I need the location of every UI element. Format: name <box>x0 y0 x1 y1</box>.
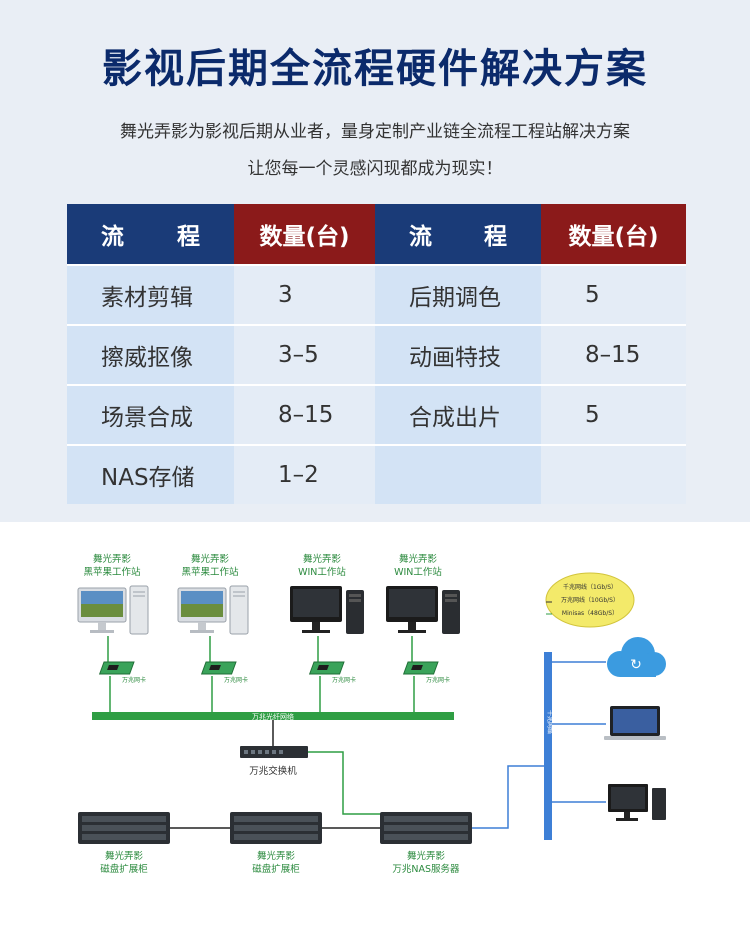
process-name: 素材剪辑 <box>67 264 234 325</box>
process-name: 合成出片 <box>375 384 541 445</box>
nas-type: 万兆NAS服务器 <box>392 863 460 875</box>
page-title: 影视后期全流程硬件解决方案 <box>102 46 648 92</box>
process-qty: 8–15 <box>234 384 375 445</box>
nas-brand: 舞光弄影 <box>407 850 446 862</box>
cable-legend <box>545 572 635 628</box>
station-3-brand: 舞光弄影 <box>303 553 342 565</box>
nic-card-icon <box>99 661 135 675</box>
workflow-table: 流程 数量(台) 流程 数量(台) 素材剪辑 3 后期调色 5 擦威抠像 3–5… <box>67 204 686 504</box>
process-qty: 3–5 <box>234 324 375 385</box>
process-qty: 1–2 <box>234 444 375 504</box>
hackintosh-workstation-icon <box>177 585 249 635</box>
subtitle-line-1: 舞光弄影为影视后期从业者，量身定制产业链全流程工程站解决方案 <box>120 122 630 142</box>
nas-server-icon <box>380 812 472 844</box>
nic-label: 万兆网卡 <box>122 676 146 684</box>
header-flow-char-1: 流 <box>101 224 124 250</box>
fiber-bus-label: 万兆光纤网络 <box>252 712 294 721</box>
network-topology-diagram: 舞光弄影 黑苹果工作站 舞光弄影 黑苹果工作站 舞光弄影 WIN工作站 舞光弄影… <box>77 553 666 875</box>
header-flow-char-2: 程 <box>484 224 507 250</box>
disk-enclosure-icon <box>230 812 322 844</box>
table-row: 场景合成 8–15 合成出片 5 <box>67 384 686 445</box>
station-1-brand: 舞光弄影 <box>93 553 132 565</box>
nic-label: 万兆网卡 <box>224 676 248 684</box>
process-name: NAS存储 <box>67 444 234 504</box>
hackintosh-workstation-icon <box>77 585 149 635</box>
header-qty-2: 数量(台) <box>541 204 686 265</box>
station-1-type: 黑苹果工作站 <box>83 566 141 578</box>
nic-label: 万兆网卡 <box>426 676 450 684</box>
process-name: 擦威抠像 <box>67 324 234 385</box>
process-name <box>375 444 541 504</box>
process-name: 动画特技 <box>375 324 541 385</box>
enclosure-1-brand: 舞光弄影 <box>105 850 144 862</box>
switch-label: 万兆交换机 <box>249 765 297 777</box>
legend-minisas: Minisas（48Gb/S） <box>562 610 618 617</box>
disk-enclosure-icon <box>78 812 170 844</box>
process-qty: 8–15 <box>541 324 686 385</box>
station-2-type: 黑苹果工作站 <box>181 566 239 578</box>
header-qty-1: 数量(台) <box>234 204 375 265</box>
table-header-row: 流程 数量(台) 流程 数量(台) <box>67 204 686 265</box>
station-2-brand: 舞光弄影 <box>191 553 230 565</box>
subtitle-line-2: 让您每一个灵感闪现都成为现实！ <box>247 159 503 179</box>
enclosure-1-type: 磁盘扩展柜 <box>100 863 148 875</box>
process-name: 场景合成 <box>67 384 234 445</box>
cloud-icon: ↻ <box>607 637 666 677</box>
header-flow-2: 流程 <box>375 204 541 265</box>
nic-card-icon <box>403 661 439 675</box>
laptop-icon <box>604 706 666 740</box>
table-row: 擦威抠像 3–5 动画特技 8–15 <box>67 324 686 385</box>
windows-workstation-icon <box>386 586 460 634</box>
enclosure-2-type: 磁盘扩展柜 <box>252 863 300 875</box>
process-qty <box>541 444 686 504</box>
nic-label: 万兆网卡 <box>332 676 356 684</box>
table-row: 素材剪辑 3 后期调色 5 <box>67 264 686 325</box>
svg-text:↻: ↻ <box>630 657 642 673</box>
process-qty: 5 <box>541 384 686 445</box>
windows-workstation-icon <box>290 586 364 634</box>
legend-gigabit: 千兆网线（1Gb/S） <box>563 583 617 591</box>
desktop-pc-icon <box>608 784 666 821</box>
nic-card-icon <box>201 661 237 675</box>
enclosure-2-brand: 舞光弄影 <box>257 850 296 862</box>
legend-10g: 万兆网线（10Gb/S） <box>561 596 619 604</box>
nic-card-icon <box>309 661 345 675</box>
process-qty: 5 <box>541 264 686 325</box>
table-row: NAS存储 1–2 <box>67 444 686 504</box>
header-panel: 影视后期全流程硬件解决方案 舞光弄影为影视后期从业者，量身定制产业链全流程工程站… <box>0 0 750 522</box>
station-3-type: WIN工作站 <box>298 566 346 578</box>
station-4-type: WIN工作站 <box>394 566 442 578</box>
station-4-brand: 舞光弄影 <box>399 553 438 565</box>
header-flow-char-1: 流 <box>409 224 432 250</box>
process-name: 后期调色 <box>375 264 541 325</box>
header-flow-char-2: 程 <box>177 224 200 250</box>
process-qty: 3 <box>234 264 375 325</box>
header-flow-1: 流程 <box>67 204 234 265</box>
fiber-bus <box>92 712 454 720</box>
gigabit-bus-label: 千兆网络 <box>546 710 554 734</box>
gigabit-bus <box>544 652 552 840</box>
